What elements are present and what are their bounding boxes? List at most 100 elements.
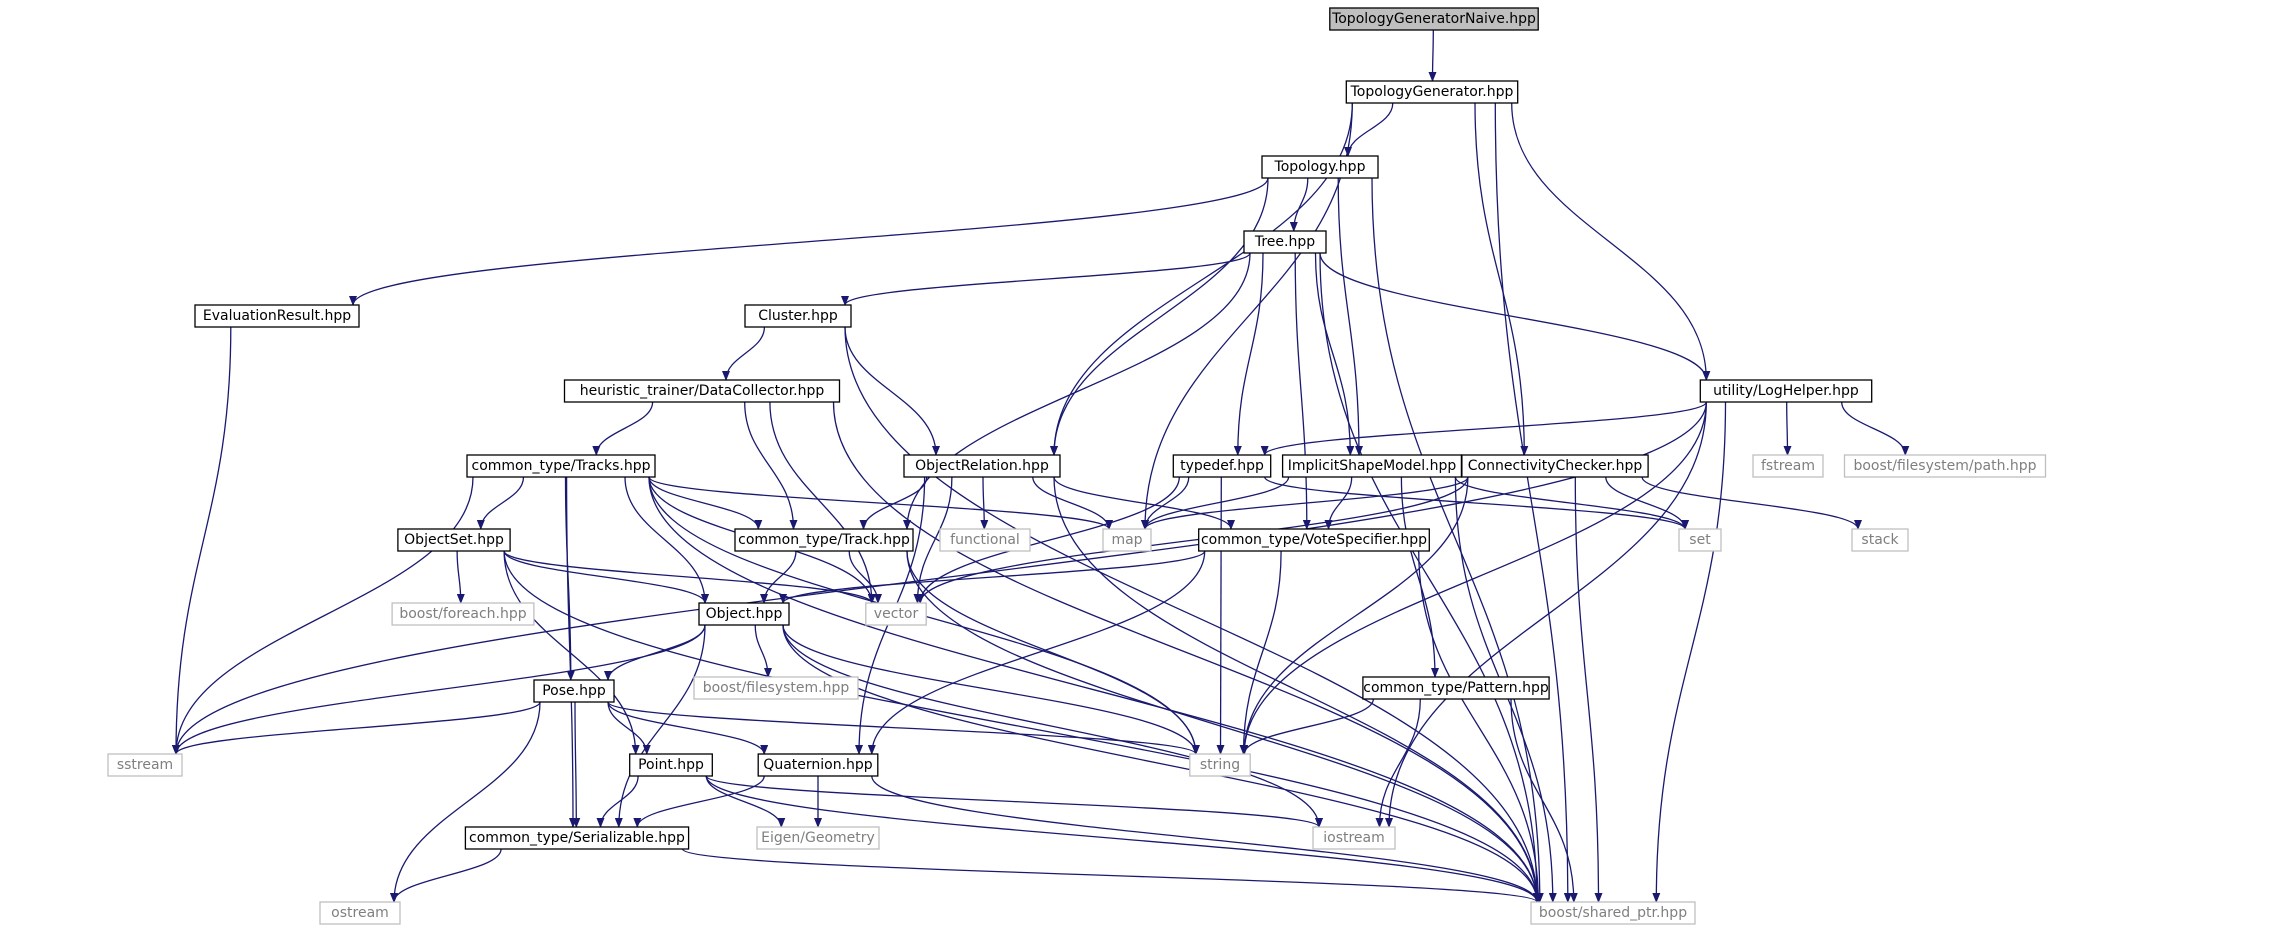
node-label-stack: stack [1861,532,1899,548]
edge-objset-to-shptr [503,550,1541,903]
node-tree[interactable]: Tree.hpp [1243,230,1327,254]
node-objset[interactable]: ObjectSet.hpp [397,528,511,552]
node-point[interactable]: Point.hpp [629,753,713,777]
edge-pattern-to-string [1240,698,1375,755]
node-label-objrel: ObjectRelation.hpp [915,458,1049,474]
node-evalres[interactable]: EvaluationResult.hpp [194,304,360,328]
edge-layer [172,29,1910,903]
edge-datacoll-to-track [744,401,798,530]
edge-objset-to-object [503,550,709,604]
node-bfspath: boost/filesystem/path.hpp [1843,454,2047,478]
node-label-tgn: TopologyGeneratorNaive.hpp [1331,11,1536,27]
edge-tracks-to-objset [476,476,525,530]
node-label-evalres: EvaluationResult.hpp [203,308,351,324]
edge-point-to-serial [596,775,639,828]
edge-conncheck-to-stack [1641,476,1862,530]
edge-tracks-to-map [648,476,1113,530]
node-label-tg: TopologyGenerator.hpp [1350,84,1514,100]
node-box-tgn [1329,7,1539,31]
node-implicit[interactable]: ImplicitShapeModel.hpp [1281,454,1463,478]
edge-tree-to-cluster [841,252,1251,306]
edge-evalres-to-sstream [172,326,232,755]
node-box-bfs [693,676,859,700]
edge-topology-to-tree [1289,177,1309,232]
node-box-stack [1851,528,1909,552]
node-vote[interactable]: common_type/VoteSpecifier.hpp [1198,528,1430,552]
node-typedef[interactable]: typedef.hpp [1172,454,1272,478]
edge-tg-to-loghelper [1511,102,1711,381]
edge-implicit-to-vote [1324,476,1353,530]
node-box-ostream [319,901,401,925]
edge-objrel-to-map [1032,476,1113,530]
edge-objrel-to-functional [980,476,989,530]
edge-datacoll-to-vector [769,401,876,604]
node-box-bfspath [1843,454,2047,478]
edge-topology-to-shptr [1371,177,1544,903]
node-tg[interactable]: TopologyGenerator.hpp [1345,80,1519,104]
edge-point-to-eigen [705,775,786,828]
node-serial[interactable]: common_type/Serializable.hpp [464,826,690,850]
node-box-string [1189,753,1251,777]
node-box-pattern [1362,676,1550,700]
edge-quat-to-serial [633,775,765,828]
node-pattern[interactable]: common_type/Pattern.hpp [1362,676,1550,700]
node-tracks[interactable]: common_type/Tracks.hpp [466,454,656,478]
node-box-point [629,753,713,777]
node-label-string: string [1200,757,1240,773]
node-eigen: Eigen/Geometry [756,826,880,850]
node-ostream: ostream [319,901,401,925]
node-label-bfspath: boost/filesystem/path.hpp [1853,458,2036,474]
edge-object-to-shptr [782,624,1541,903]
node-label-implicit: ImplicitShapeModel.hpp [1288,458,1457,474]
node-cluster[interactable]: Cluster.hpp [744,304,852,328]
node-box-tree [1243,230,1327,254]
node-track[interactable]: common_type/Track.hpp [734,528,914,552]
node-label-loghelper: utility/LogHelper.hpp [1713,383,1859,399]
node-label-track: common_type/Track.hpp [738,532,910,548]
edge-conncheck-to-set [1605,476,1689,530]
node-box-set [1678,528,1722,552]
node-box-foreach [391,602,535,626]
edge-typedef-to-vector [916,476,1180,604]
node-box-object [698,602,790,626]
node-box-functional [939,528,1031,552]
node-objrel[interactable]: ObjectRelation.hpp [903,454,1061,478]
edge-conncheck-to-map [1141,476,1469,530]
node-iostream: iostream [1312,826,1396,850]
edge-object-to-sstream [172,624,706,755]
edge-tree-to-loghelper [1319,252,1711,381]
edge-tracks-to-sstream [172,476,474,755]
edge-pattern-to-iostream [1375,698,1421,828]
node-box-quat [757,753,879,777]
edge-cluster-to-shptr [844,326,1541,903]
node-tgn[interactable]: TopologyGeneratorNaive.hpp [1329,7,1539,31]
edge-cluster-to-datacoll [722,326,766,381]
edge-point-to-shptr [705,775,1541,903]
node-datacoll[interactable]: heuristic_trainer/DataCollector.hpp [563,379,841,403]
edge-typedef-to-string [1216,476,1225,755]
node-object[interactable]: Object.hpp [698,602,790,626]
node-label-cluster: Cluster.hpp [758,308,838,324]
node-layer: TopologyGeneratorNaive.hppTopologyGenera… [107,7,2047,925]
node-quat[interactable]: Quaternion.hpp [757,753,879,777]
edge-point-to-iostream [705,775,1323,828]
node-conncheck[interactable]: ConnectivityChecker.hpp [1461,454,1649,478]
node-loghelper[interactable]: utility/LogHelper.hpp [1699,379,1873,403]
node-label-ostream: ostream [331,905,389,921]
node-label-functional: functional [950,532,1020,548]
node-label-topology: Topology.hpp [1274,159,1366,175]
edge-objset-to-foreach [456,550,465,604]
edge-datacoll-to-shptr [832,401,1541,903]
node-box-conncheck [1461,454,1649,478]
edge-pose-to-sstream [172,701,541,755]
node-stack: stack [1851,528,1909,552]
edge-objset-to-point [503,550,640,755]
edge-implicit-to-pattern [1400,476,1439,678]
node-pose[interactable]: Pose.hpp [533,679,615,703]
node-topology[interactable]: Topology.hpp [1261,155,1379,179]
node-bfs: boost/filesystem.hpp [693,676,859,700]
node-box-tg [1345,80,1519,104]
edge-pose-to-ostream [390,701,541,903]
edge-track-to-object [760,550,797,604]
edge-tg-to-topology [1344,102,1394,157]
